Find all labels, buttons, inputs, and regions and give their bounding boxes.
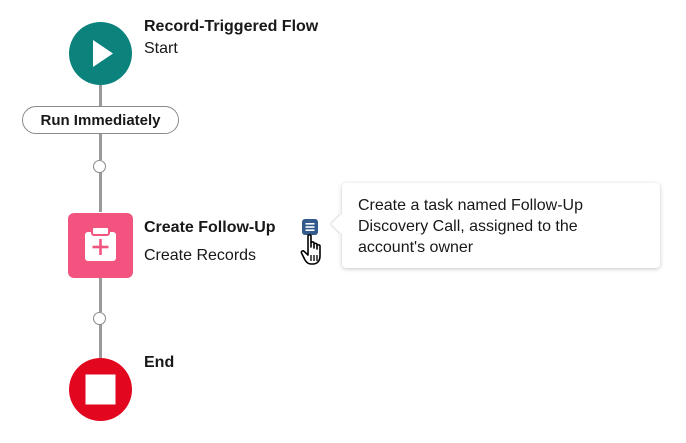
create-node-title: Create Follow-Up [144,219,276,236]
add-element-connector[interactable] [93,160,106,173]
play-icon [93,40,113,67]
start-node-title: Record-Triggered Flow [144,18,319,35]
stop-icon [85,374,116,405]
start-node-subtitle: Start [144,40,178,57]
path-label-text: Run Immediately [40,111,161,129]
clipboard-plus-icon [85,226,116,261]
connector-line [99,134,102,160]
hand-pointer-cursor-icon [300,234,321,265]
end-node[interactable] [69,358,132,421]
connector-line [99,82,102,108]
connector-line [99,278,102,312]
connector-line [99,172,102,212]
run-immediately-label[interactable]: Run Immediately [22,106,179,134]
add-element-connector[interactable] [93,312,106,325]
description-tooltip: Create a task named Follow-Up Discovery … [342,183,660,268]
tooltip-text: Create a task named Follow-Up Discovery … [358,197,583,256]
connector-line [99,324,102,358]
create-node-subtitle: Create Records [144,247,257,264]
create-records-node[interactable] [68,213,133,278]
description-icon[interactable] [302,219,318,235]
start-node[interactable] [69,22,132,85]
end-node-title: End [144,354,175,371]
